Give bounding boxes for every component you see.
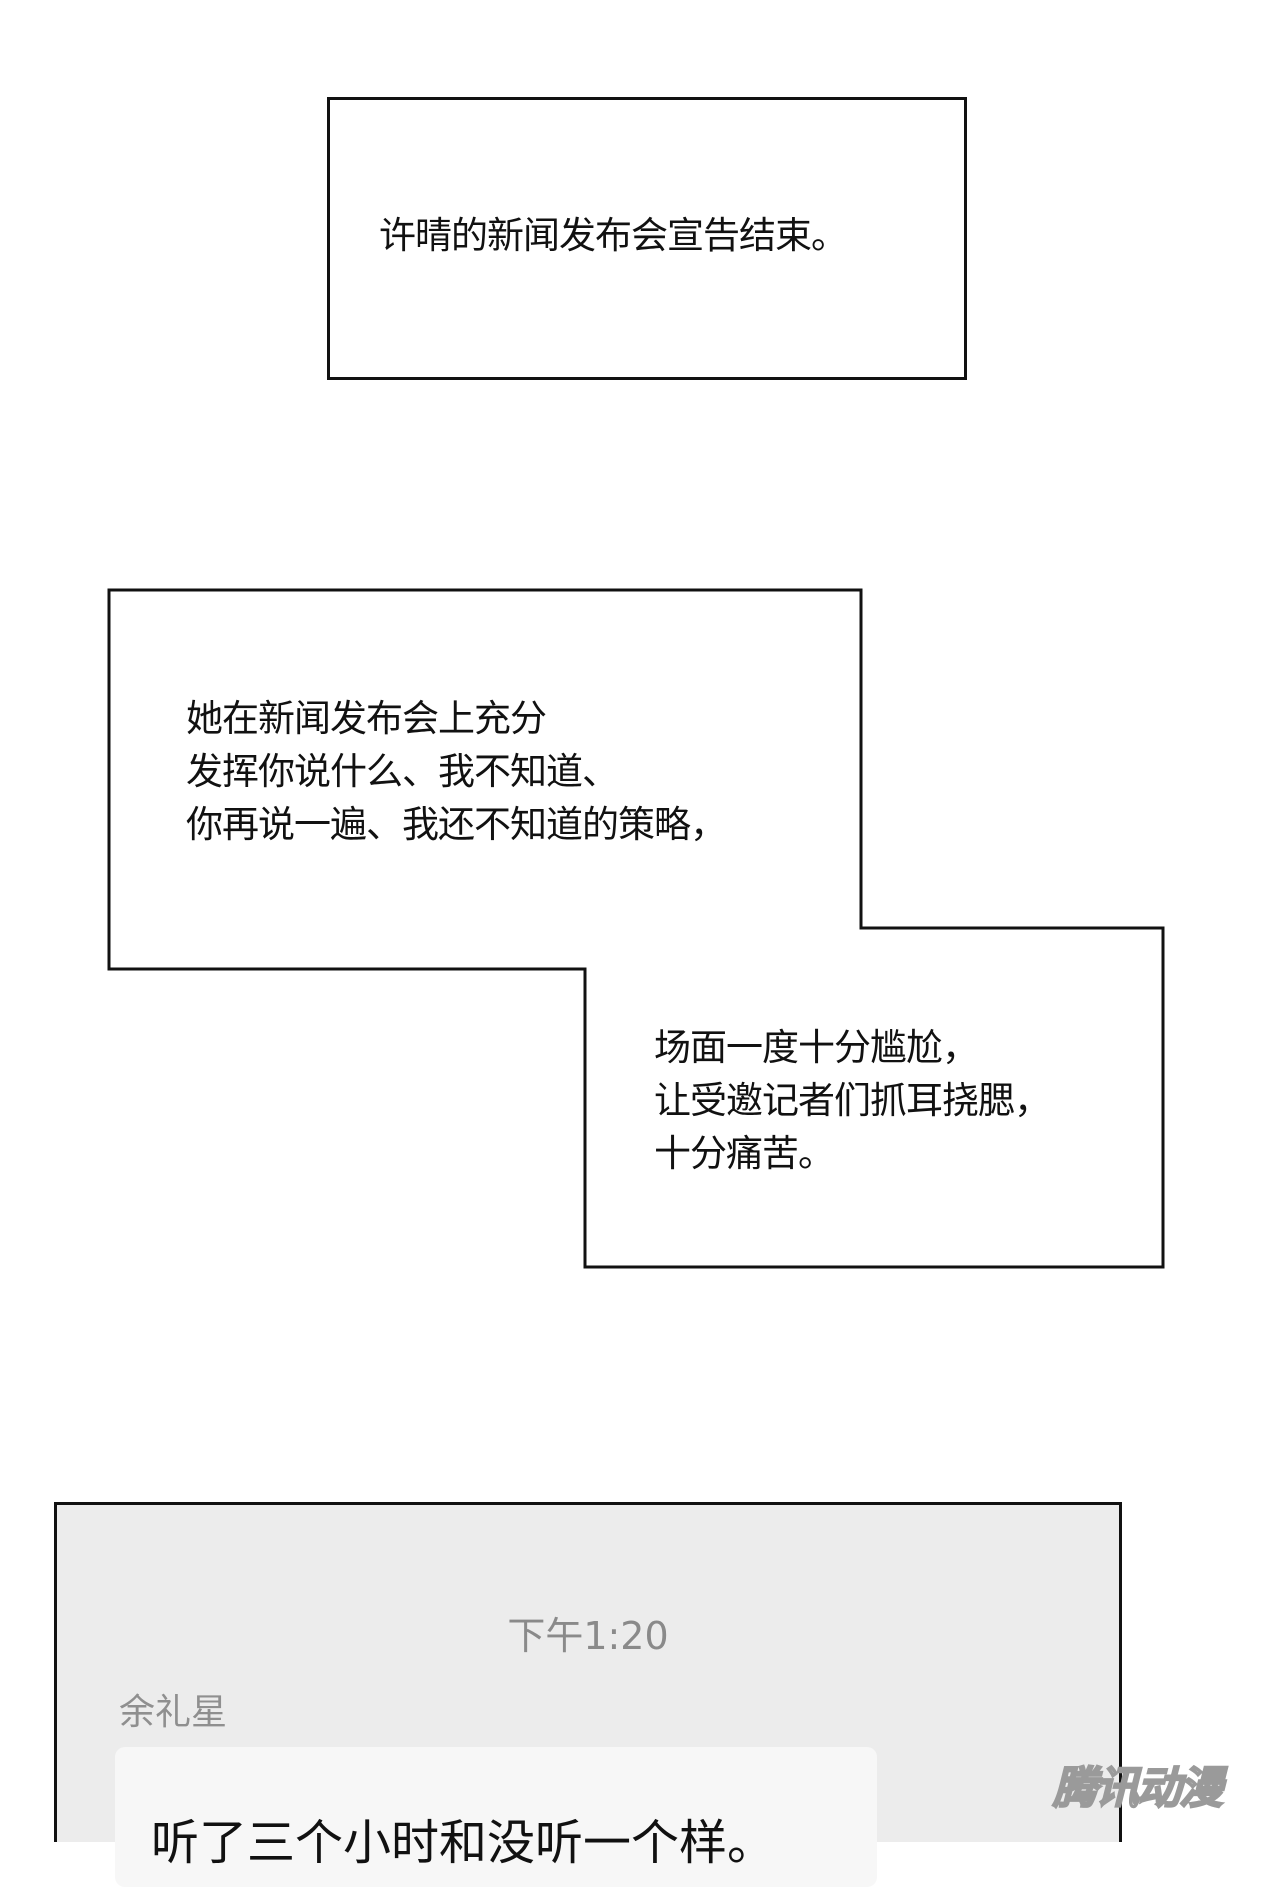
caption-line: 十分痛苦。 xyxy=(654,1132,835,1175)
caption-line: 你再说一遍、我还不知道的策略， xyxy=(186,803,727,846)
caption-line: 她在新闻发布会上充分 xyxy=(186,697,547,740)
watermark-logo: 腾讯动漫 xyxy=(1052,1762,1224,1815)
caption-line: 发挥你说什么、我不知道、 xyxy=(186,750,619,793)
caption-box-1: 许晴的新闻发布会宣告结束。 xyxy=(327,97,967,380)
chat-timestamp: 下午1:20 xyxy=(507,1614,669,1658)
caption-line: 场面一度十分尴尬， xyxy=(654,1026,979,1069)
message-text: 听了三个小时和没听一个样。 xyxy=(151,1815,776,1871)
caption-box-2-frame xyxy=(107,588,1165,1269)
message-bubble: 听了三个小时和没听一个样。 xyxy=(115,1747,877,1887)
chat-panel: 下午1:20 余礼星 听了三个小时和没听一个样。 xyxy=(54,1502,1122,1887)
sender-name: 余礼星 xyxy=(119,1692,228,1733)
caption-line: 让受邀记者们抓耳挠腮， xyxy=(654,1079,1051,1122)
caption-text: 许晴的新闻发布会宣告结束。 xyxy=(379,214,848,257)
